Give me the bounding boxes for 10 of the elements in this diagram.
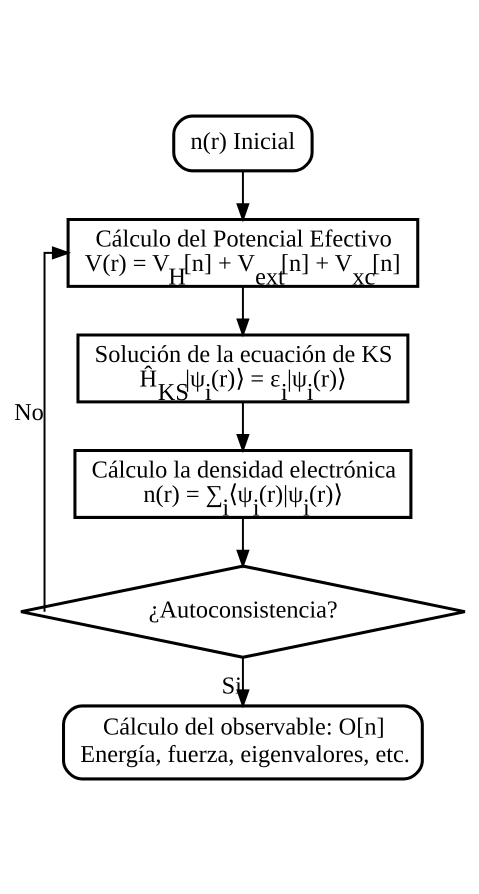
node-box: Cálculo del observable: O[n] Energía, fuerza, eigenvalores, etc. <box>62 704 424 780</box>
arrow <box>236 402 250 453</box>
edge-label: No <box>14 398 44 426</box>
arrow <box>236 286 250 338</box>
arrow <box>236 656 250 708</box>
node-diamond: ¿Autoconsistencia? <box>19 564 466 658</box>
arrow <box>236 170 250 222</box>
node-box: n(r) Inicial <box>172 114 314 172</box>
arrow <box>44 246 72 612</box>
arrow <box>236 517 250 568</box>
